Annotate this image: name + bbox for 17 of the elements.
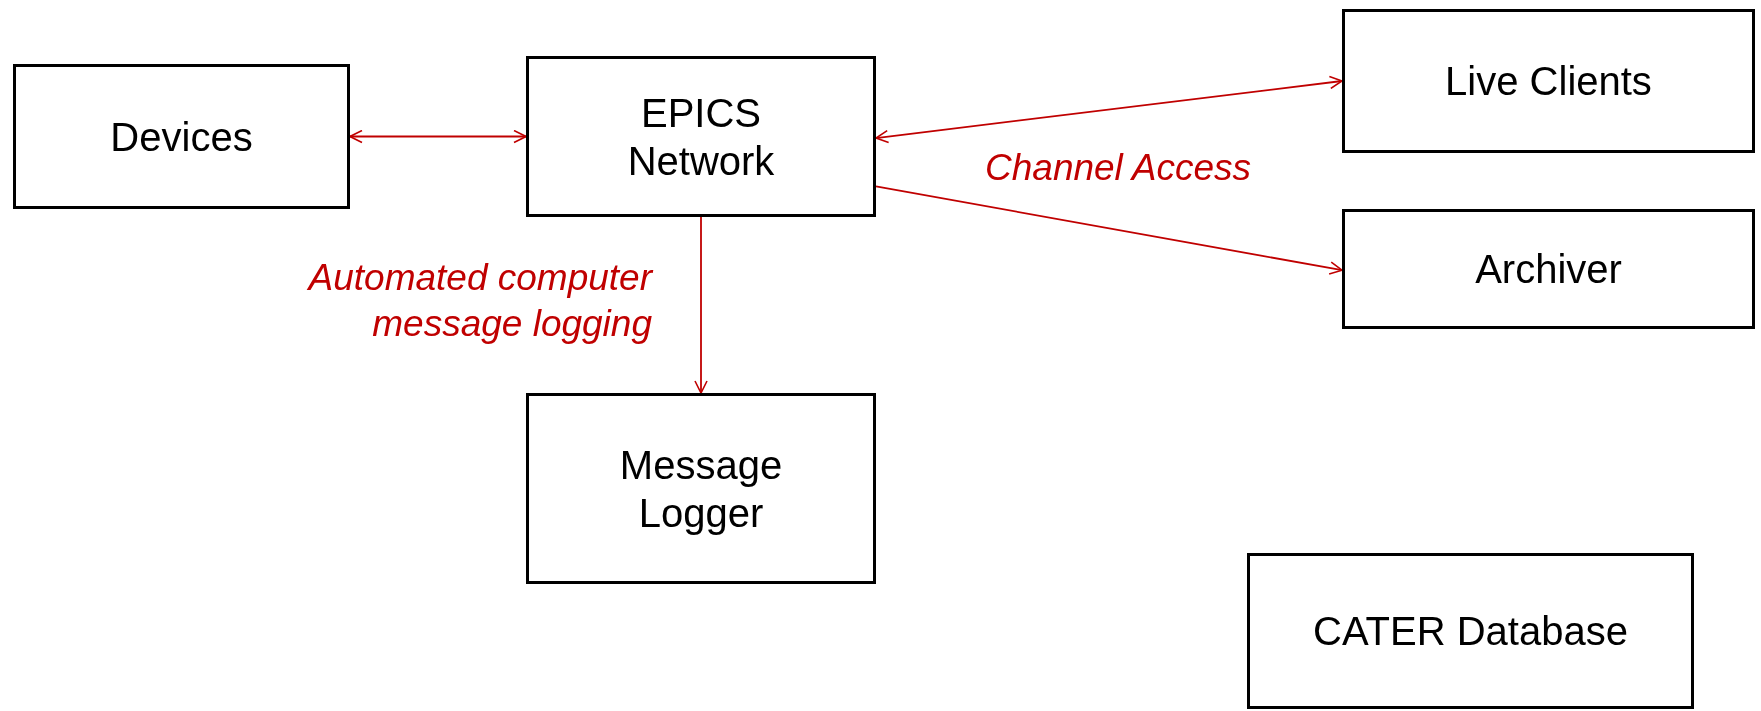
arrow (349, 129, 527, 144)
box-label: Message Logger (618, 441, 784, 537)
process-box (1342, 209, 1755, 329)
box-label: CATER Database (1313, 608, 1628, 655)
box-label: EPICS Network (626, 89, 776, 185)
connection-label: Channel Access (985, 146, 1251, 190)
process-box (13, 64, 350, 209)
process-box (526, 56, 876, 217)
process-box (1247, 553, 1694, 709)
process-box (1342, 9, 1755, 153)
arrow (875, 185, 1343, 275)
box-label: Devices (110, 113, 253, 161)
box-label: Live Clients (1445, 58, 1652, 105)
arrow (694, 216, 708, 394)
arrow (875, 75, 1343, 144)
process-box (526, 393, 876, 584)
box-label: Archiver (1475, 246, 1622, 293)
